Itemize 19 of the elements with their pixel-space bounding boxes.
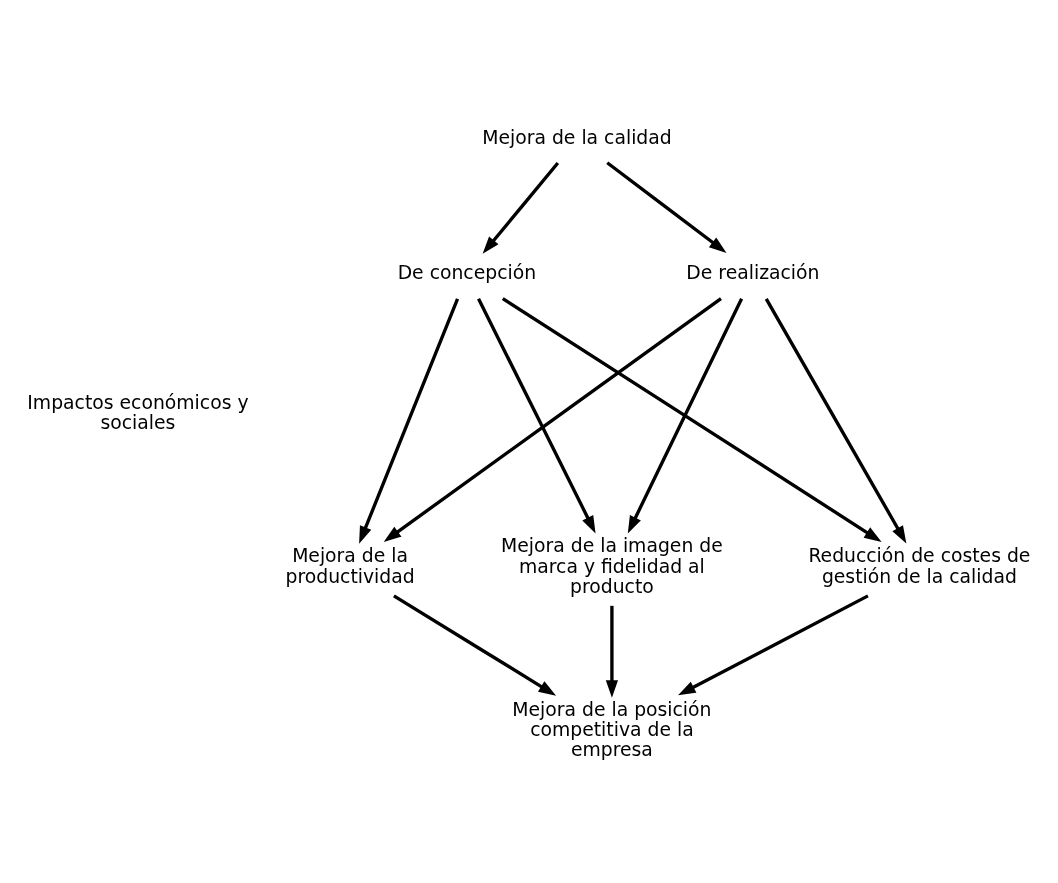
arrow: [393, 593, 557, 696]
node-text: Mejora de la imagen de marca y fidelidad al producto: [501, 534, 723, 597]
arrow: [482, 161, 560, 254]
arrow: [501, 296, 882, 542]
label: Impactos económicos y sociales: [27, 391, 249, 433]
node-text: Mejora de la calidad: [482, 126, 672, 148]
node-text: De concepción: [397, 261, 537, 283]
arrow: [359, 297, 460, 544]
node-text: Reducción de costes de gestión de la calidad: [808, 544, 1031, 587]
arrow: [383, 296, 722, 542]
arrow: [605, 605, 619, 698]
arrow: [764, 297, 907, 543]
node-text: Mejora de la productividad: [285, 544, 415, 587]
node-text: De realización: [686, 261, 820, 283]
node-text: Mejora de la posición competitiva de la empresa: [512, 698, 712, 760]
arrow: [477, 297, 596, 533]
arrow: [606, 160, 727, 253]
arrow: [678, 593, 869, 695]
arrow: [627, 297, 744, 533]
